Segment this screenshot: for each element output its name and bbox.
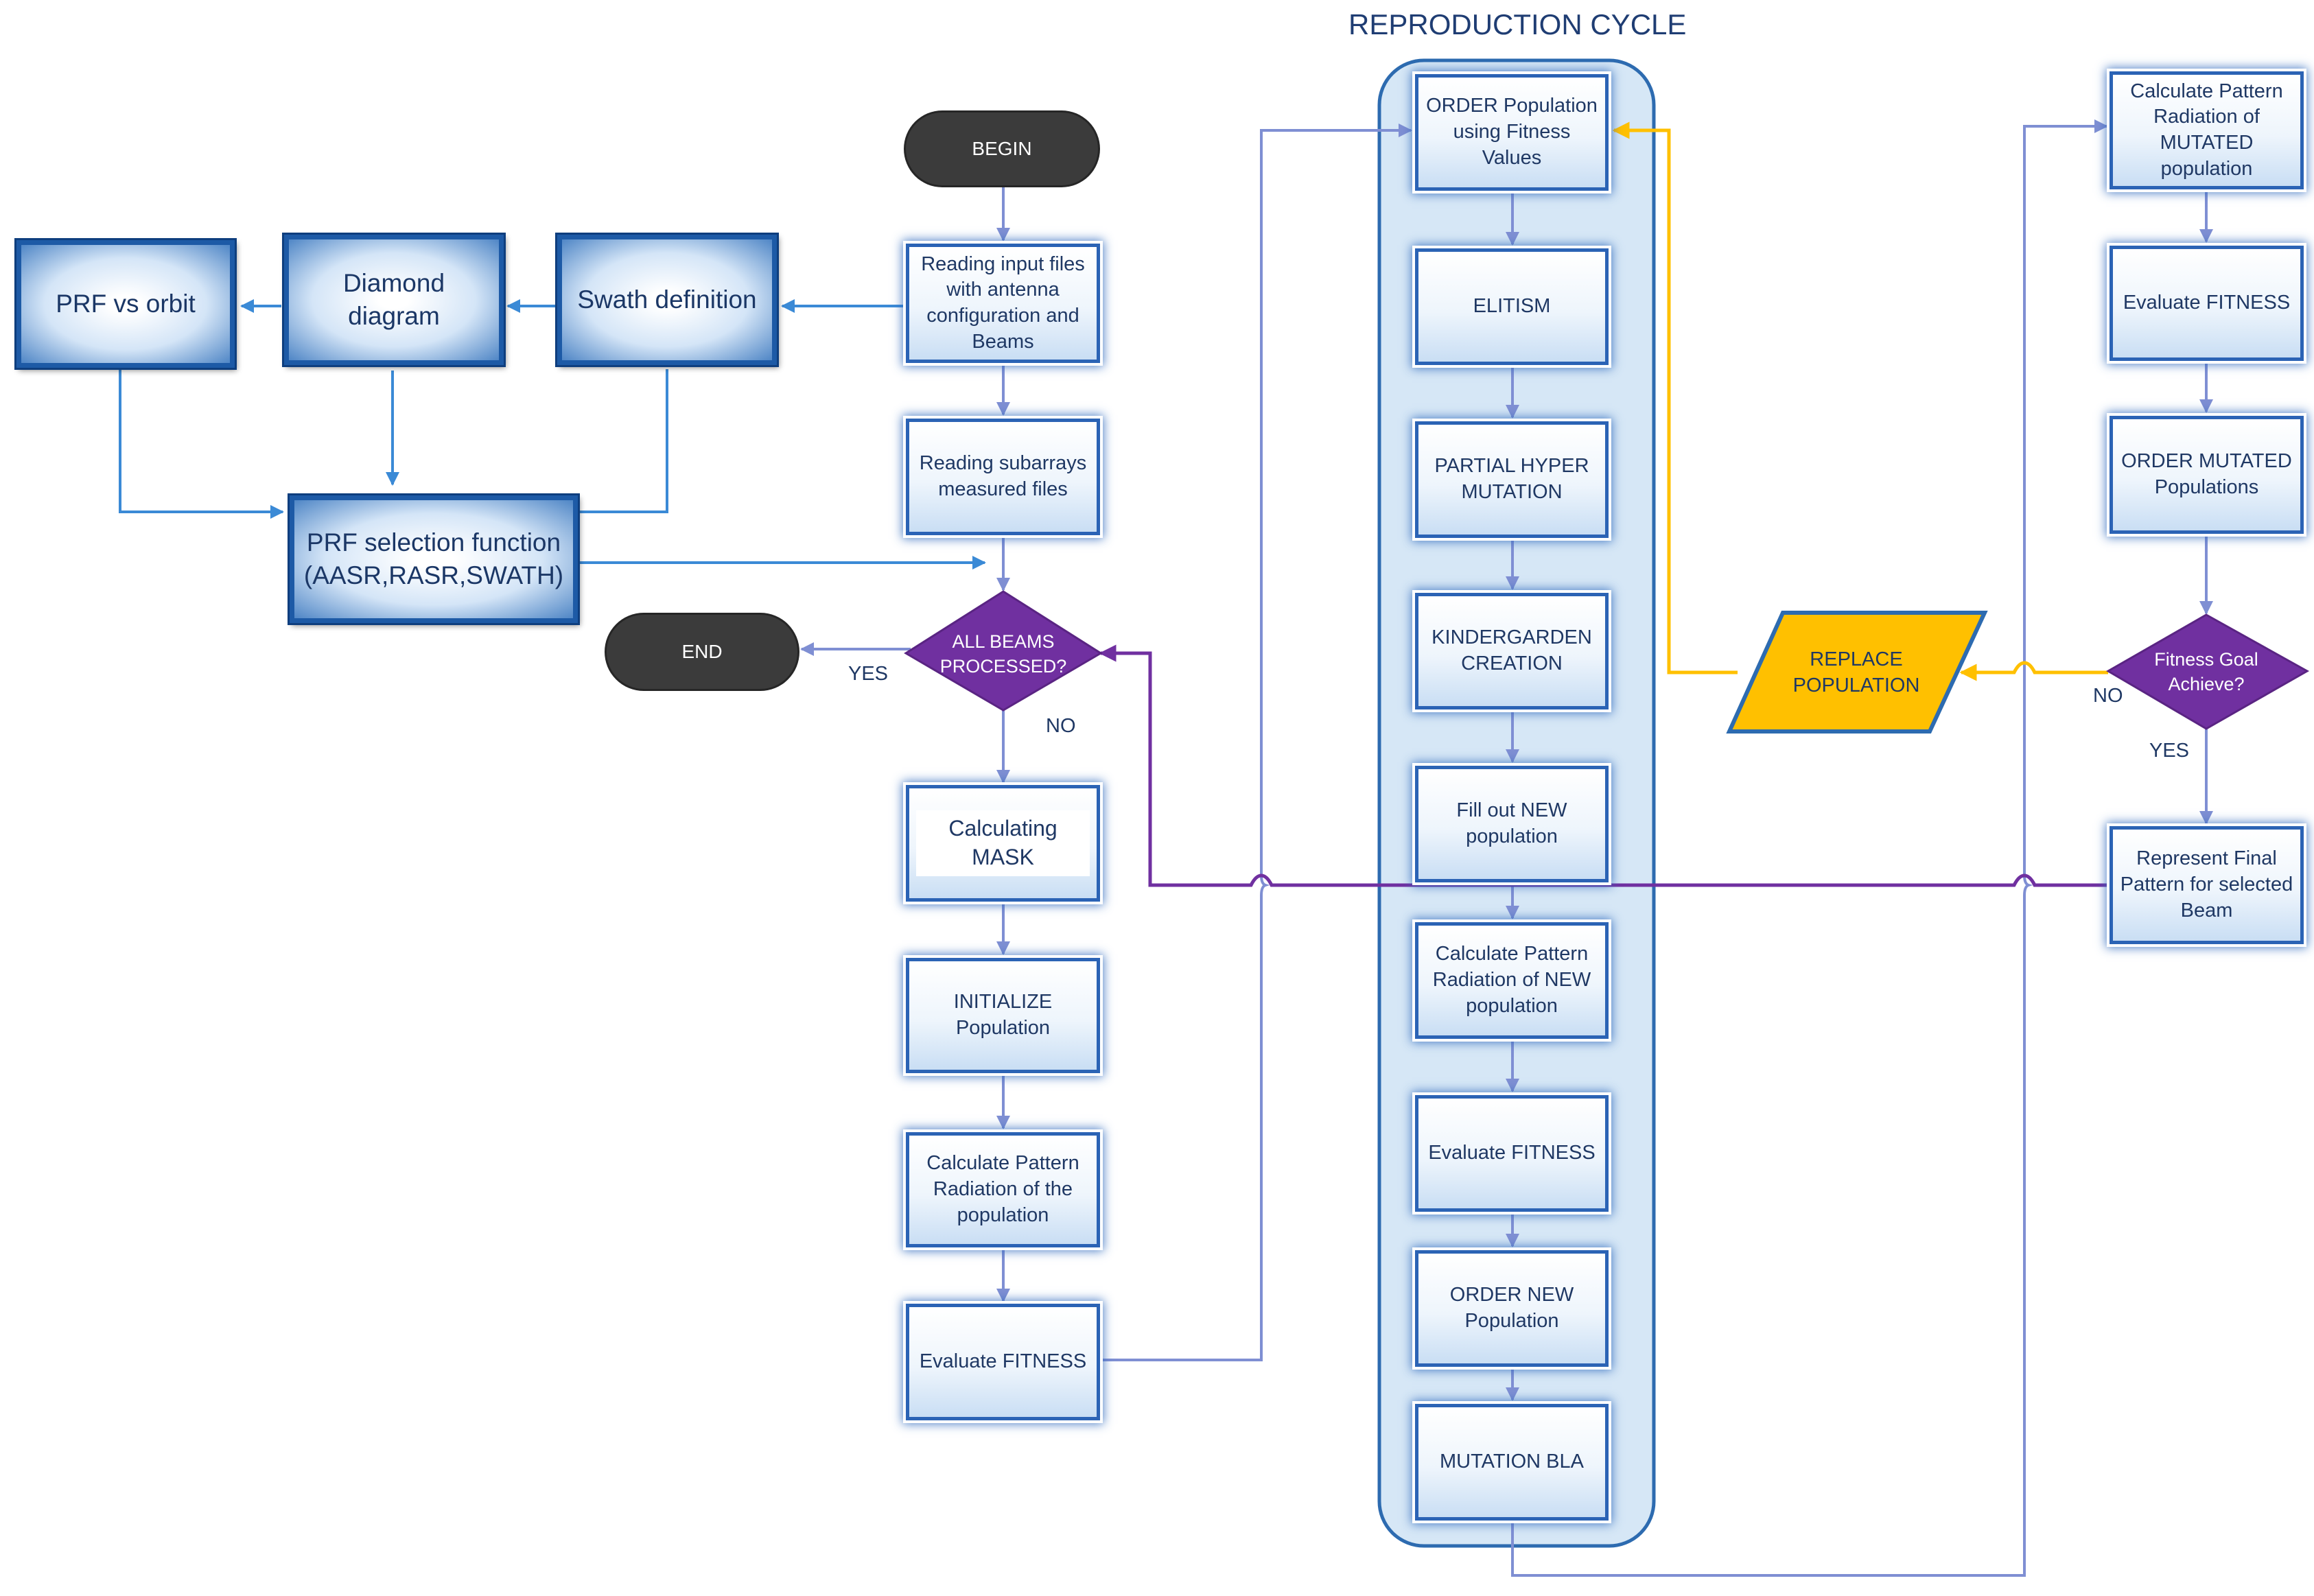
calc-mutated-box: Calculate Pattern Radiation of MUTATED p…: [2110, 71, 2304, 189]
elitism-box: ELITISM: [1415, 248, 1609, 365]
no-label-right: NO: [2093, 685, 2123, 707]
end-terminal: END: [607, 615, 797, 689]
fill-out-box: Fill out NEW population: [1415, 766, 1609, 882]
replace-connector: [1612, 121, 2108, 681]
prf-vs-orbit-box: PRF vs orbit: [16, 240, 235, 368]
fitness-goal-label: Fitness Goal Achieve?: [2154, 648, 2258, 694]
evaluate-fitness-cycle-box: Evaluate FITNESS: [1415, 1095, 1609, 1212]
evaluate-fitness-right-box: Evaluate FITNESS: [2110, 246, 2304, 361]
initialize-box: INITIALIZE Population: [906, 958, 1100, 1073]
all-beams-label: ALL BEAMS PROCESSED?: [939, 631, 1067, 677]
feed-connectors: [119, 299, 986, 570]
kindergarden-box: KINDERGARDEN CREATION: [1415, 593, 1609, 709]
yes-label-right: YES: [2149, 740, 2190, 762]
fitness-goal-diamond: [2106, 613, 2310, 730]
replace-population-shape: [1726, 611, 1988, 734]
reading-input-box: Reading input files with antenna configu…: [906, 244, 1100, 363]
diamond-diagram-box: Diamond diagram: [284, 235, 504, 365]
mutation-bla-box: MUTATION BLA: [1415, 1404, 1609, 1521]
calc-new-pattern-box: Calculate Pattern Radiation of NEW popul…: [1415, 922, 1609, 1039]
order-mutated-box: ORDER MUTATED Populations: [2110, 416, 2304, 534]
order-population-box: ORDER Population using Fitness Values: [1415, 74, 1609, 191]
calc-mask-label: Calculating MASK: [916, 810, 1090, 876]
reproduction-cycle-title: REPRODUCTION CYCLE: [1348, 8, 1687, 40]
calc-mask-box: Calculating MASK: [906, 785, 1100, 902]
swath-definition-box: Swath definition: [557, 235, 777, 365]
partial-hyper-mutation-box: PARTIAL HYPER MUTATION: [1415, 421, 1609, 538]
begin-terminal: BEGIN: [906, 113, 1098, 185]
reading-subarrays-box: Reading subarrays measured files: [906, 419, 1100, 535]
prf-selection-box: PRF selection function (AASR,RASR,SWATH): [290, 495, 578, 623]
all-beams-diamond: [904, 590, 1103, 712]
represent-final-box: Represent Final Pattern for selected Bea…: [2110, 826, 2304, 944]
return-connector: [1099, 644, 2107, 887]
evaluate-fitness-main-box: Evaluate FITNESS: [906, 1304, 1100, 1420]
yes-label-main: YES: [848, 663, 889, 685]
no-label-main: NO: [1046, 715, 1076, 737]
main-flow-connectors: [800, 119, 2213, 1577]
calc-pattern-box: Calculate Pattern Radiation of the popul…: [906, 1132, 1100, 1247]
replace-population-label: REPLACE POPULATION: [1792, 648, 1920, 696]
order-new-population-box: ORDER NEW Population: [1415, 1250, 1609, 1367]
